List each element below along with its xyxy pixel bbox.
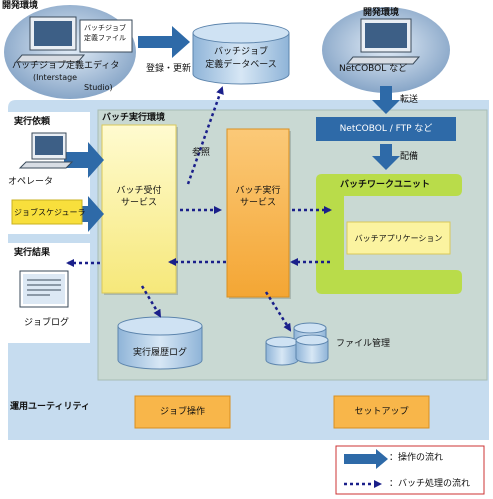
pc-icon xyxy=(14,16,86,63)
batch-exec-service-box xyxy=(226,128,290,298)
history-log-db-icon xyxy=(117,316,203,370)
batch-work-unit-shape xyxy=(316,174,462,294)
legend-op-arrow xyxy=(344,449,388,469)
scheduler-label: ジョブスケジューラ xyxy=(14,208,86,217)
history-log-label: 実行履歴ログ xyxy=(132,348,187,358)
ref-label: 参照 xyxy=(192,148,211,158)
batch-app-label: バッチアプリケーション xyxy=(354,234,443,243)
register-update-label: 登録・更新 xyxy=(146,64,192,74)
netcobol-ftp-box xyxy=(316,117,456,141)
legend-batch-label: ：バッチ処理の流れ xyxy=(389,479,471,489)
editor-sub-2: Studio) xyxy=(84,83,113,92)
deploy-arrow xyxy=(372,144,400,170)
dev-env-right-label: NetCOBOL など xyxy=(339,64,408,74)
register-update-arrow xyxy=(138,26,190,58)
transfer-label: 転送 xyxy=(400,95,419,105)
definition-file-icon xyxy=(79,19,133,53)
operator-arrow xyxy=(64,142,104,178)
dev-env-left-heading: 開発環境 xyxy=(2,1,39,11)
request-heading: 実行依頼 xyxy=(14,117,51,127)
result-heading: 実行結果 xyxy=(14,248,51,258)
ops-utility-heading: 運用ユーティリティ xyxy=(10,402,90,412)
job-scheduler-box xyxy=(11,199,83,225)
ref-db-flow xyxy=(186,86,224,185)
exec-to-file-flow xyxy=(264,291,292,332)
doc-label-1: バッチジョブ xyxy=(84,24,126,32)
work-unit-heading: バッチワークユニット xyxy=(340,180,431,190)
dev-env-right-heading: 開発環境 xyxy=(363,8,400,18)
deploy-label: 配備 xyxy=(400,152,419,162)
receive-service-line1: バッチ受付 xyxy=(116,186,162,196)
exec-service-line1: バッチ実行 xyxy=(235,186,281,196)
doc-label-2: 定義ファイル xyxy=(84,34,126,42)
db-label-2: 定義データベース xyxy=(205,60,277,70)
operator-label: オペレータ xyxy=(8,177,54,187)
setup-label: セットアップ xyxy=(354,407,409,417)
scheduler-arrow xyxy=(80,196,104,232)
legend-op-label: ：操作の流れ xyxy=(389,453,444,463)
setup-box xyxy=(333,395,430,429)
receive-service-line2: サービス xyxy=(120,198,157,208)
job-ops-label: ジョブ操作 xyxy=(159,407,205,417)
file-mgmt-label: ファイル管理 xyxy=(336,339,391,349)
pc-icon-right xyxy=(345,18,421,65)
netcobol-ftp-label: NetCOBOL / FTP など xyxy=(339,124,433,134)
transfer-arrow xyxy=(372,86,400,114)
joblog-label: ジョブログ xyxy=(24,318,70,328)
batch-env-heading: バッチ実行環境 xyxy=(102,113,166,123)
editor-sub-1: (Interstage xyxy=(33,73,78,82)
exec-service-line2: サービス xyxy=(239,198,276,208)
file-management-icon xyxy=(265,322,329,366)
operator-pc-icon xyxy=(18,132,74,169)
editor-label: バッチジョブ定義エディタ xyxy=(12,61,120,71)
batch-app-box xyxy=(346,221,451,255)
definition-db-icon xyxy=(192,22,290,85)
joblog-icon xyxy=(19,270,69,308)
job-ops-box xyxy=(134,395,231,429)
db-label-1: バッチジョブ xyxy=(213,47,268,57)
